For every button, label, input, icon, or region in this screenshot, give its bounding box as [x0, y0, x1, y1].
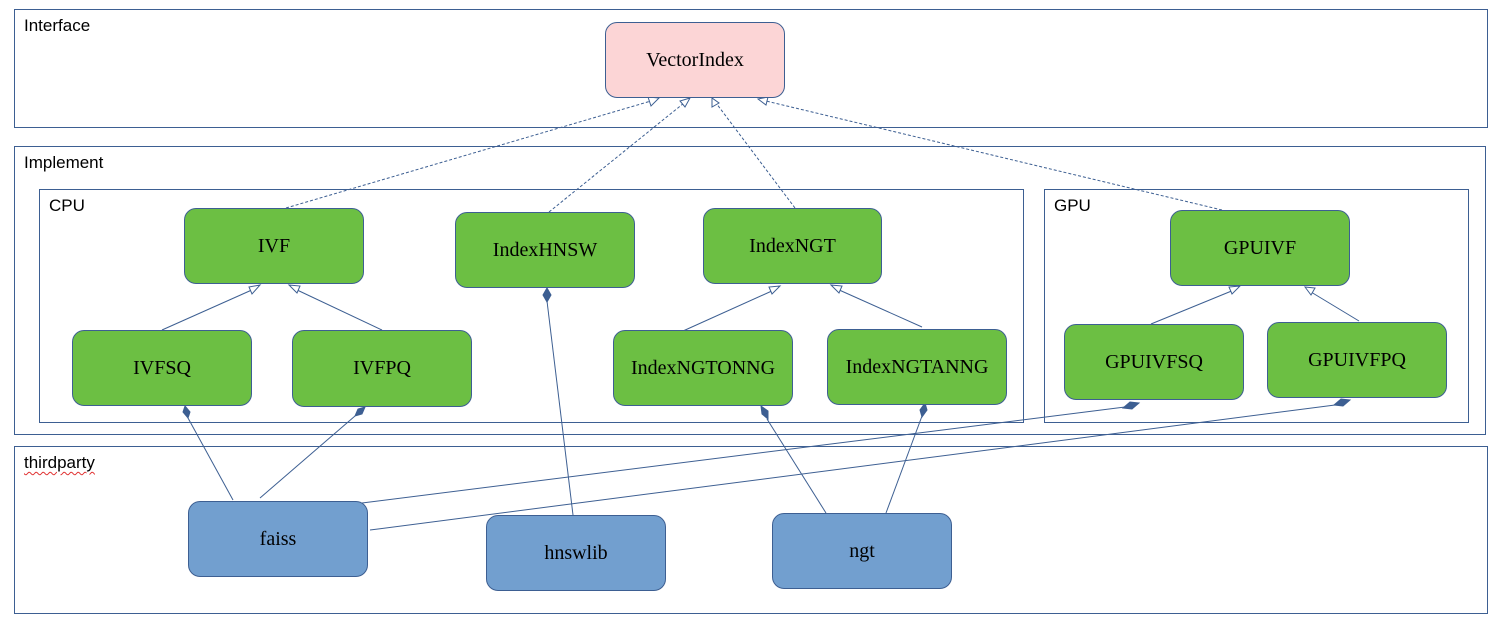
indexngt-label: IndexNGT: [749, 234, 836, 257]
indexngt-node[interactable]: IndexNGT: [703, 208, 882, 284]
thirdparty-frame-label: thirdparty: [24, 453, 95, 472]
faiss-node[interactable]: faiss: [188, 501, 368, 577]
gpu-frame-label: GPU: [1054, 196, 1091, 215]
indexngtanng-node[interactable]: IndexNGTANNG: [827, 329, 1007, 405]
ivfpq-node[interactable]: IVFPQ: [292, 330, 472, 407]
ivf-label: IVF: [257, 234, 291, 257]
indexhnsw-label: IndexHNSW: [492, 238, 598, 261]
indexngtanng-label: IndexNGTANNG: [845, 355, 989, 378]
gpuivfsq-label: GPUIVFSQ: [1105, 350, 1203, 373]
vectorindex-label: VectorIndex: [646, 48, 744, 71]
ngt-node[interactable]: ngt: [772, 513, 952, 589]
gpuivfpq-node[interactable]: GPUIVFPQ: [1267, 322, 1447, 398]
gpuivf-label: GPUIVF: [1223, 236, 1297, 259]
cpu-frame-label: CPU: [49, 196, 85, 215]
interface-frame-label: Interface: [24, 16, 91, 35]
vectorindex-node[interactable]: VectorIndex: [605, 22, 785, 98]
ivf-node[interactable]: IVF: [184, 208, 364, 284]
indexngtonng-node[interactable]: IndexNGTONNG: [613, 330, 793, 406]
ivfsq-node[interactable]: IVFSQ: [72, 330, 252, 406]
gpuivfpq-label: GPUIVFPQ: [1308, 348, 1406, 371]
ivfsq-label: IVFSQ: [133, 356, 191, 379]
ivfpq-label: IVFPQ: [353, 357, 411, 379]
implement-frame-label: Implement: [24, 153, 104, 172]
hnswlib-label: hnswlib: [544, 541, 608, 564]
faiss-label: faiss: [259, 527, 297, 550]
gpuivfsq-node[interactable]: GPUIVFSQ: [1064, 324, 1244, 400]
indexngtonng-label: IndexNGTONNG: [630, 356, 776, 379]
ngt-label: ngt: [849, 539, 875, 562]
gpuivf-node[interactable]: GPUIVF: [1170, 210, 1350, 286]
indexhnsw-node[interactable]: IndexHNSW: [455, 212, 635, 288]
hnswlib-node[interactable]: hnswlib: [486, 515, 666, 591]
